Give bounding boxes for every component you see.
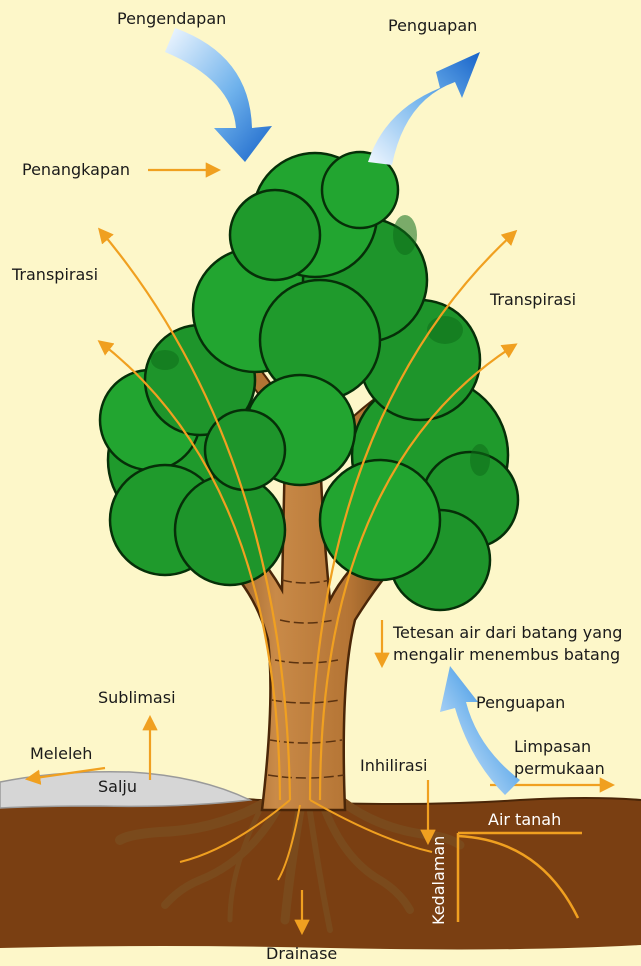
label-penangkapan: Penangkapan <box>22 160 130 180</box>
label-penguapan-top: Penguapan <box>388 16 477 36</box>
penguapan-top-arrow <box>368 52 480 165</box>
label-inhilirasi: Inhilirasi <box>360 756 428 776</box>
label-air-tanah: Air tanah <box>488 810 561 830</box>
label-meleleh: Meleleh <box>30 744 92 764</box>
label-kedalaman: Kedalaman <box>429 836 449 925</box>
label-penguapan-bottom: Penguapan <box>476 693 565 713</box>
label-transpirasi-right: Transpirasi <box>490 290 576 310</box>
label-transpirasi-left: Transpirasi <box>12 265 98 285</box>
label-salju: Salju <box>98 777 137 797</box>
label-limpasan: Limpasan permukaan <box>514 736 605 780</box>
penguapan-bottom-arrow <box>440 666 520 795</box>
label-sublimasi: Sublimasi <box>98 688 176 708</box>
label-tetesan: Tetesan air dari batang yang mengalir me… <box>393 622 622 666</box>
label-drainase: Drainase <box>266 944 337 964</box>
pengendapan-arrow <box>165 28 272 162</box>
label-pengendapan: Pengendapan <box>117 9 226 29</box>
